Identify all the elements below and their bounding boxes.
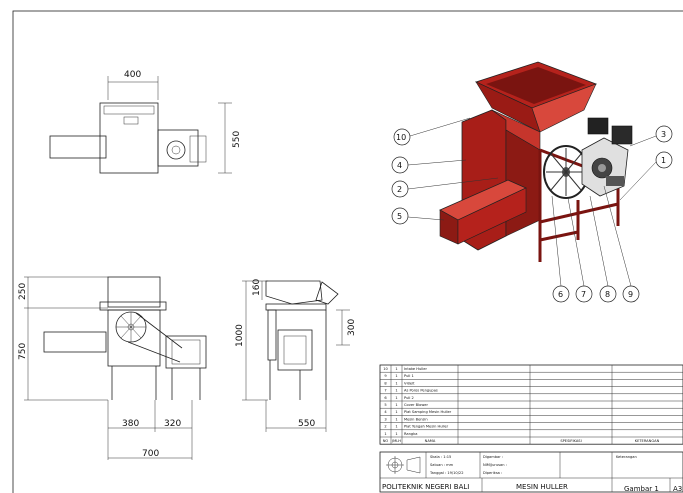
dim-side-width: 550 [298, 419, 315, 429]
balloon-2: 2 [391, 177, 499, 198]
svg-text:7: 7 [581, 290, 586, 299]
svg-text:2: 2 [397, 185, 402, 194]
part-qty: 1 [395, 417, 397, 421]
part-no: 9 [384, 374, 387, 378]
svg-text:10: 10 [396, 133, 406, 142]
svg-text:5: 5 [397, 212, 402, 221]
tb-digambar: Digambar : [483, 455, 503, 459]
tb-diperiksa: Diperiksa : [483, 471, 502, 475]
dim-side-hopper-height: 160 [252, 279, 262, 296]
part-name: Puli 1 [404, 374, 414, 378]
side-view: 160 1000 300 550 [235, 279, 357, 432]
part-name: Plat Samping Mesin Huller [404, 410, 452, 414]
part-no: 1 [384, 432, 386, 436]
part-no: 3 [384, 417, 386, 421]
balloon-group: 10 4 2 5 3 1 6 [391, 117, 673, 303]
part-no: 4 [384, 410, 387, 414]
dim-front-width-total: 700 [142, 449, 159, 459]
sheet-border [12, 10, 683, 493]
dim-side-overall-height: 1000 [235, 324, 245, 347]
dim-side-frame-height: 300 [347, 319, 357, 336]
tb-tanggal: Tanggal : 19/10/22 [429, 471, 463, 475]
title-block: Skala : 1:15 Satuan : mm Tanggal : 19/10… [379, 451, 683, 493]
dim-front-top-height: 250 [18, 283, 28, 300]
part-name: V-Belt [404, 381, 415, 385]
tb-satuan: Satuan : mm [430, 463, 454, 467]
header-qty: JMLH [391, 439, 401, 443]
top-view: 400 550 [49, 70, 242, 174]
part-name: Rangka [404, 432, 417, 436]
tb-skala: Skala : 1:15 [430, 455, 451, 459]
part-name: Intake Huller [404, 367, 427, 371]
balloon-4: 4 [391, 156, 467, 174]
dim-front-overall-height: 750 [18, 343, 28, 360]
part-qty: 1 [395, 374, 397, 378]
part-name: Plat Tengah Mesin Huller [404, 425, 449, 429]
part-qty: 1 [395, 389, 397, 393]
header-name: NAMA [425, 439, 436, 443]
balloon-5: 5 [391, 207, 445, 225]
tb-drawing-title: MESIN HULLER [516, 483, 568, 491]
projection-symbol-icon [386, 456, 421, 474]
part-name: Puli 2 [404, 396, 414, 400]
dim-top-height: 550 [232, 131, 242, 148]
balloon-9: 9 [603, 185, 640, 303]
part-qty: 1 [395, 381, 397, 385]
dim-top-width: 400 [124, 70, 141, 80]
part-name: As Poros Pengupas [404, 389, 438, 393]
part-qty: 1 [395, 425, 397, 429]
svg-text:4: 4 [397, 161, 402, 170]
part-no: 2 [384, 425, 386, 429]
header-no: NO [383, 439, 389, 443]
balloon-10: 10 [393, 117, 471, 146]
balloon-8: 8 [589, 195, 617, 303]
tb-institution: POLITEKNIK NEGERI BALI [382, 483, 469, 491]
part-name: Mesin Bensin [404, 417, 428, 421]
part-no: 6 [384, 396, 387, 400]
svg-text:8: 8 [605, 290, 610, 299]
balloon-7: 7 [567, 197, 593, 303]
part-no: 10 [383, 367, 388, 371]
svg-text:1: 1 [661, 156, 666, 165]
part-qty: 1 [395, 403, 397, 407]
balloon-6: 6 [551, 195, 570, 303]
part-no: 5 [384, 403, 386, 407]
svg-text:6: 6 [558, 290, 563, 299]
balloon-1: 1 [619, 151, 673, 201]
balloon-3: 3 [629, 125, 673, 147]
front-view: 250 750 380 320 700 [18, 276, 207, 460]
part-qty: 1 [395, 396, 397, 400]
isometric-machine [439, 61, 633, 262]
part-no: 8 [384, 381, 387, 385]
part-qty: 1 [395, 432, 397, 436]
engine [581, 117, 633, 197]
tb-size: A3 [673, 485, 682, 493]
tb-sheet: Gambar 1 [624, 485, 659, 493]
svg-text:3: 3 [661, 130, 666, 139]
svg-text:9: 9 [628, 290, 633, 299]
tb-keterangan: Keterangan [616, 455, 637, 459]
tb-nim: NIM/Jurusan : [483, 463, 507, 467]
part-qty: 1 [395, 410, 397, 414]
part-name: Cover Blower [404, 403, 428, 407]
dim-front-width-left: 380 [122, 419, 139, 429]
part-qty: 1 [395, 367, 397, 371]
header-spec: SPESIFIKASI [560, 439, 581, 443]
part-no: 7 [384, 389, 386, 393]
dim-front-width-right: 320 [164, 419, 181, 429]
header-note: KETERANGAN [635, 439, 660, 443]
